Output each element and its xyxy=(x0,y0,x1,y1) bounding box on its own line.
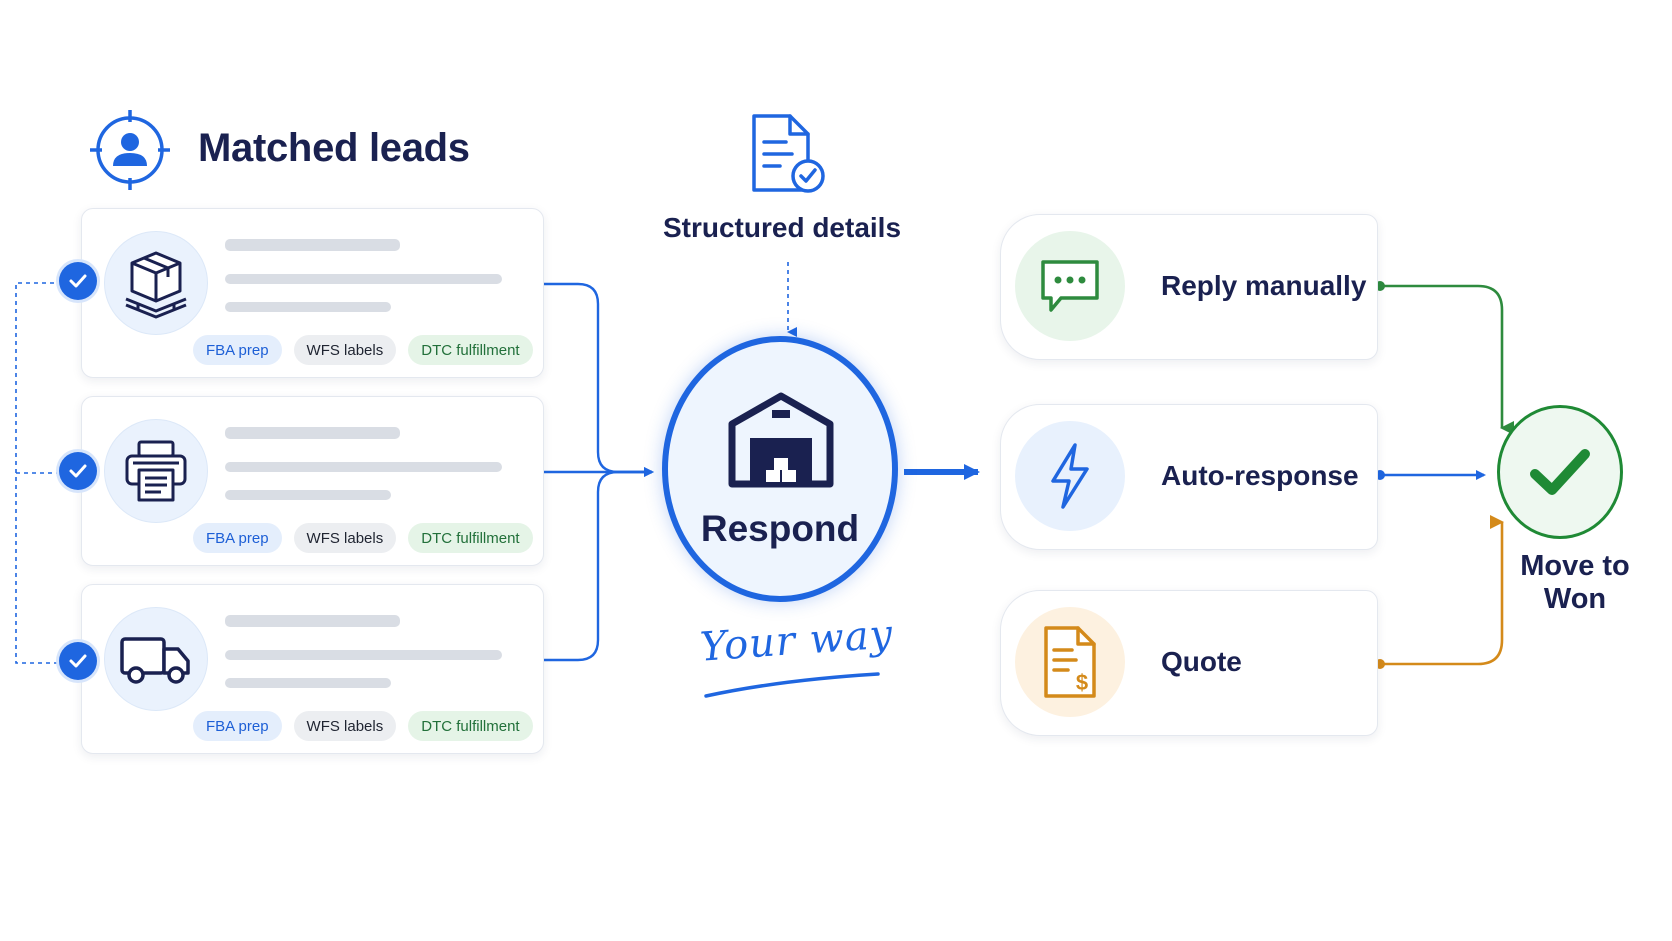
chat-bubble-icon xyxy=(1015,231,1125,341)
tag-fba-prep[interactable]: FBA prep xyxy=(193,335,282,365)
option-label: Auto-response xyxy=(1161,460,1359,491)
lead-to-respond-lines xyxy=(544,282,654,662)
tag-dtc-fulfillment[interactable]: DTC fulfillment xyxy=(408,335,533,365)
structured-details-label: Structured details xyxy=(662,212,902,243)
option-label: Quote xyxy=(1161,646,1242,677)
your-way-underline xyxy=(704,672,880,698)
tag-list: FBA prep WFS labels DTC fulfillment xyxy=(193,335,533,365)
invoice-dollar-icon: $ xyxy=(1015,607,1125,717)
quote-connector xyxy=(1380,515,1504,666)
placeholder-line xyxy=(225,490,391,500)
tag-dtc-fulfillment[interactable]: DTC fulfillment xyxy=(408,711,533,741)
svg-text:$: $ xyxy=(1076,670,1088,695)
placeholder-line xyxy=(225,302,391,312)
placeholder-line xyxy=(225,427,400,439)
printer-label-icon xyxy=(104,419,208,523)
placeholder-line xyxy=(225,274,502,284)
tag-fba-prep[interactable]: FBA prep xyxy=(193,523,282,553)
reply-connector xyxy=(1380,284,1514,435)
box-pallet-icon xyxy=(104,231,208,335)
tag-wfs-labels[interactable]: WFS labels xyxy=(293,711,397,741)
warehouse-icon xyxy=(724,388,838,490)
section-title: Matched leads xyxy=(198,126,470,170)
checkmark-icon[interactable] xyxy=(59,452,97,490)
truck-icon xyxy=(104,607,208,711)
lead-card[interactable]: FBA prep WFS labels DTC fulfillment xyxy=(81,584,544,754)
option-label: Reply manually xyxy=(1161,270,1367,301)
tag-wfs-labels[interactable]: WFS labels xyxy=(293,523,397,553)
lead-card[interactable]: FBA prep WFS labels DTC fulfillment xyxy=(81,396,544,566)
option-auto-response[interactable]: Auto-response xyxy=(1000,404,1378,550)
placeholder-line xyxy=(225,462,502,472)
lightning-icon xyxy=(1015,421,1125,531)
placeholder-line xyxy=(225,678,391,688)
option-quote[interactable]: $ Quote xyxy=(1000,590,1378,736)
tag-fba-prep[interactable]: FBA prep xyxy=(193,711,282,741)
tag-dtc-fulfillment[interactable]: DTC fulfillment xyxy=(408,523,533,553)
tag-list: FBA prep WFS labels DTC fulfillment xyxy=(193,711,533,741)
placeholder-line xyxy=(225,239,400,251)
document-check-icon xyxy=(748,112,828,198)
respond-hub[interactable] xyxy=(662,336,898,602)
placeholder-line xyxy=(225,650,502,660)
tag-wfs-labels[interactable]: WFS labels xyxy=(293,335,397,365)
move-to-won-label: Move to Won xyxy=(1520,550,1630,615)
target-user-icon xyxy=(88,108,172,192)
option-reply-manually[interactable]: Reply manually xyxy=(1000,214,1378,360)
respond-label: Respond xyxy=(700,508,860,549)
checkmark-icon[interactable] xyxy=(59,262,97,300)
won-checkmark-icon[interactable] xyxy=(1497,405,1623,539)
checkmark-icon[interactable] xyxy=(59,642,97,680)
lead-card[interactable]: FBA prep WFS labels DTC fulfillment xyxy=(81,208,544,378)
placeholder-line xyxy=(225,615,400,627)
tag-list: FBA prep WFS labels DTC fulfillment xyxy=(193,523,533,553)
